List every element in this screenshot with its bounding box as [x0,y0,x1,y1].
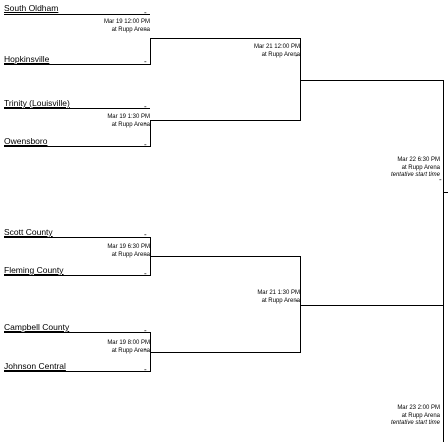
separator: - [144,8,147,17]
game-info: Mar 19 8:00 PM at Rupp Arena [107,340,150,354]
team-south-oldham[interactable]: South Oldham [4,3,59,13]
game-info: Mar 19 12:00 PM at Rupp Arena [103,19,150,33]
game-info: Mar 22 6:30 PM at Rupp Arena tentative s… [390,157,440,178]
game-info: Mar 19 6:30 PM at Rupp Arena [107,244,150,258]
game-info: Mar 21 12:00 PM at Rupp Arena [253,44,300,58]
team-johnson-central[interactable]: Johnson Central [4,361,66,371]
team-owensboro[interactable]: Owensboro [4,136,48,146]
game-info: Mar 21 1:30 PM at Rupp Arena [257,290,300,304]
game-info: Mar 19 1:30 PM at Rupp Arena [107,114,150,128]
team-campbell-county[interactable]: Campbell County [4,322,70,332]
team-trinity-louisville[interactable]: Trinity (Louisville) [4,98,70,108]
team-fleming-county[interactable]: Fleming County [4,265,64,275]
game-info: Mar 23 2:00 PM at Rupp Arena tentative s… [390,405,440,426]
team-scott-county[interactable]: Scott County [4,227,53,237]
team-hopkinsville[interactable]: Hopkinsville [4,54,50,64]
